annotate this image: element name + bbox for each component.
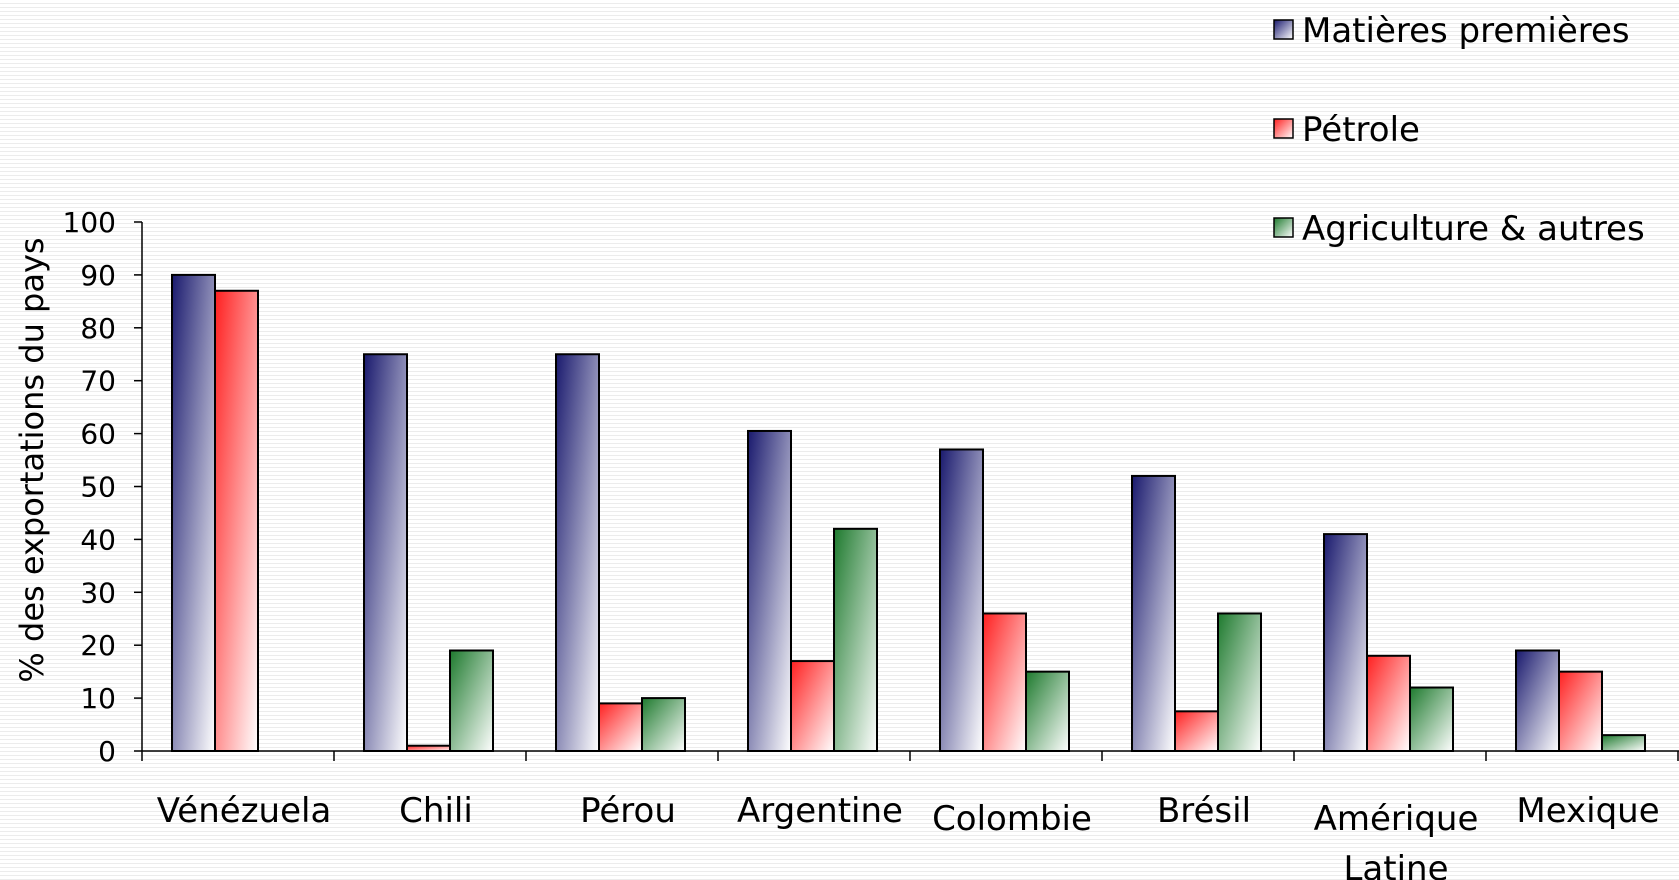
bar-2-1 xyxy=(214,289,259,752)
bar-3-2 xyxy=(449,649,494,752)
bar-1-4 xyxy=(747,429,792,752)
bars-layer xyxy=(171,273,1646,753)
y-tick-label-50: 50 xyxy=(80,471,116,504)
bar-2-5 xyxy=(982,612,1027,753)
legend-label-1: Matières premières xyxy=(1302,11,1630,51)
x-tick-label-1: Vénézuela xyxy=(157,791,332,831)
bar-2-6 xyxy=(1174,710,1219,753)
legend-swatch-3 xyxy=(1273,217,1294,238)
legend-swatch-2 xyxy=(1273,118,1294,139)
bar-1-7 xyxy=(1323,533,1368,752)
bar-3-8 xyxy=(1601,734,1646,753)
bar-1-6 xyxy=(1131,474,1176,752)
bar-3-3 xyxy=(641,697,686,752)
bar-3-5 xyxy=(1025,670,1070,753)
y-tick-label-20: 20 xyxy=(80,629,116,662)
y-tick-label-10: 10 xyxy=(80,682,116,715)
x-tick-label-2: Chili xyxy=(399,791,473,831)
x-tick-label-4: Argentine xyxy=(737,791,903,831)
x-tick-label-6: Brésil xyxy=(1157,791,1251,831)
x-tick-label-5: Colombie xyxy=(932,799,1092,839)
bar-1-1 xyxy=(171,273,216,752)
bar-2-4 xyxy=(790,660,835,753)
y-axis-label: % des exportations du pays xyxy=(13,237,51,682)
bar-2-7 xyxy=(1366,654,1411,753)
y-tick-label-100: 100 xyxy=(63,206,116,239)
y-tick-label-80: 80 xyxy=(80,312,116,345)
legend-label-2: Pétrole xyxy=(1302,110,1420,150)
legend-swatch-1 xyxy=(1273,19,1294,40)
bar-3-4 xyxy=(833,527,878,752)
bar-3-7 xyxy=(1409,686,1454,753)
y-tick-label-70: 70 xyxy=(80,365,116,398)
y-tick-label-90: 90 xyxy=(80,259,116,292)
y-tick-label-60: 60 xyxy=(80,418,116,451)
legend-label-3: Agriculture & autres xyxy=(1302,209,1645,249)
bar-2-3 xyxy=(598,702,643,753)
x-tick-label-3: Pérou xyxy=(580,791,676,831)
y-tick-label-30: 30 xyxy=(80,576,116,609)
bar-2-8 xyxy=(1558,670,1603,753)
y-tick-label-40: 40 xyxy=(80,523,116,556)
bar-1-8 xyxy=(1515,649,1560,752)
bar-2-2 xyxy=(406,744,451,753)
bar-1-3 xyxy=(555,353,600,752)
bar-1-2 xyxy=(363,353,408,752)
y-tick-label-0: 0 xyxy=(98,735,116,768)
bar-1-5 xyxy=(939,448,984,752)
bar-3-6 xyxy=(1217,612,1262,753)
x-tick-label-8: Mexique xyxy=(1516,791,1659,831)
